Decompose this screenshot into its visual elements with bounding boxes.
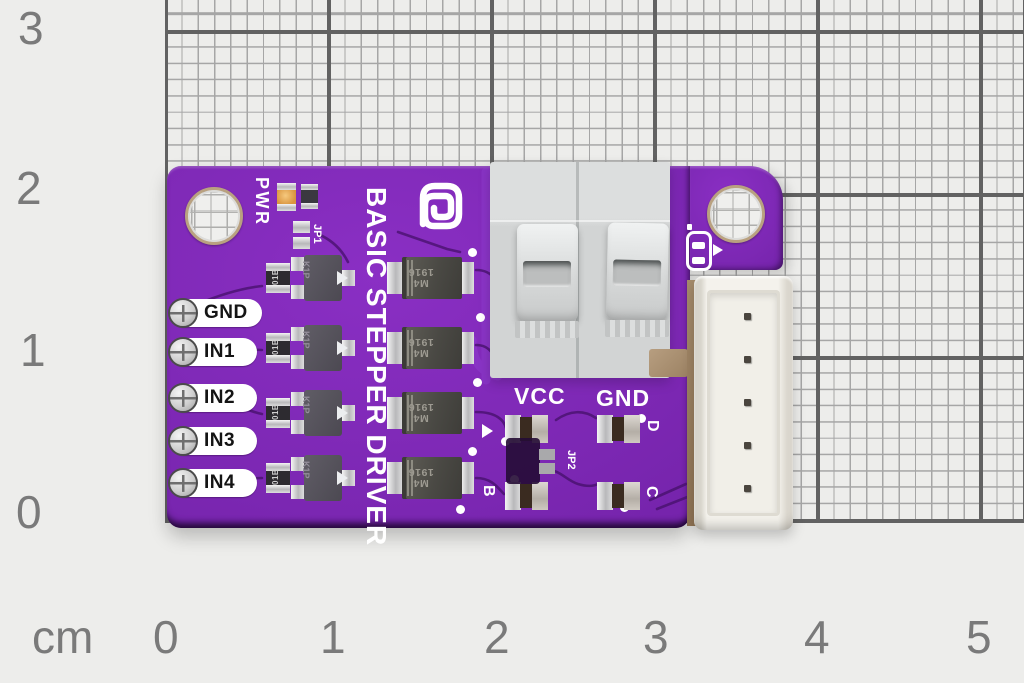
jst-connector	[694, 276, 793, 530]
jst-pin	[744, 442, 751, 449]
diode-marking-line2: 1916	[408, 266, 434, 278]
terminal-slot	[612, 259, 662, 287]
diode-marking-line1: M4	[413, 277, 429, 289]
smd-capacitor	[597, 415, 641, 443]
pwr-label: PWR	[252, 177, 272, 227]
logo-spiral-icon	[419, 182, 463, 230]
transistor-marking: K1P	[301, 331, 311, 349]
resistor: 01B	[266, 263, 290, 293]
terminal-teeth	[605, 320, 669, 337]
diode: M4 1916	[387, 392, 474, 434]
dark-soldermask-region	[506, 438, 540, 484]
silkscreen-dot	[473, 378, 482, 387]
smd-capacitor	[505, 482, 549, 510]
jst-pin	[744, 356, 751, 363]
resistor-marking: 01B	[271, 403, 280, 420]
ruler-unit: cm	[32, 611, 94, 663]
resistor-marking: 01B	[271, 468, 280, 485]
jst-pin	[744, 485, 751, 492]
silkscreen-dot	[468, 447, 477, 456]
resistor: 01B	[266, 333, 290, 363]
ruler-bottom-0: 0	[153, 611, 179, 663]
diode: M4 1916	[387, 327, 474, 369]
transistor-marking: K1P	[301, 261, 311, 279]
pin-label: IN2	[204, 387, 236, 408]
silkscreen-dot	[468, 248, 477, 257]
vcc-label: VCC	[514, 383, 566, 409]
phase-d-label: D	[644, 420, 661, 432]
transistor: K1P	[291, 453, 355, 503]
terminal-slot	[523, 261, 571, 287]
jst-pin	[744, 313, 751, 320]
smd-capacitor	[597, 482, 641, 510]
phase-b-label: B	[480, 485, 497, 497]
phase-a-triangle-marker	[482, 424, 493, 438]
jst-cavity	[707, 290, 780, 516]
through-hole-pad	[168, 383, 198, 413]
phase-c-label: C	[643, 486, 660, 498]
through-hole-pad	[168, 337, 198, 367]
resistor-marking: 01B	[271, 268, 280, 285]
ruler-left-0: 0	[16, 486, 42, 538]
jst-pin	[744, 399, 751, 406]
pin-label: IN1	[204, 341, 236, 362]
diode: M4 1916	[387, 457, 474, 499]
diode: M4 1916	[387, 257, 474, 299]
transistor: K1P	[291, 388, 355, 438]
jp2-label: JP2	[565, 450, 577, 470]
resistor: 01B	[266, 463, 290, 493]
ruler-bottom-5: 5	[966, 611, 992, 663]
ruler-bottom-3: 3	[643, 611, 669, 663]
silkscreen-dot	[637, 414, 646, 423]
through-hole-pad	[168, 426, 198, 456]
terminal-lever-1	[517, 224, 578, 321]
terminal-teeth	[515, 321, 579, 338]
through-hole-pad	[168, 298, 198, 328]
mounting-hole-left	[185, 187, 243, 245]
screw-terminal-blocks	[490, 162, 670, 378]
connector-solder-strip	[687, 280, 697, 526]
jp1-label: JP1	[311, 224, 323, 244]
smd-capacitor	[505, 415, 549, 443]
transistor: K1P	[291, 253, 355, 303]
ruler-left-1: 1	[20, 324, 46, 376]
ruler-bottom-4: 4	[804, 611, 830, 663]
power-led-resistor	[301, 184, 318, 209]
pin-label: IN4	[204, 472, 236, 493]
pin-label: IN3	[204, 430, 236, 451]
ruler-left-2: 2	[16, 162, 42, 214]
ruler-left-3: 3	[18, 2, 44, 54]
mounting-hole-right	[707, 185, 765, 243]
resistor: 01B	[266, 398, 290, 428]
transistor-marking: K1P	[301, 396, 311, 414]
pin-pill-in2: IN2	[168, 383, 257, 413]
power-led	[277, 183, 296, 211]
transistor: K1P	[291, 323, 355, 373]
pin-pill-gnd: GND	[168, 298, 262, 328]
ruler-bottom-2: 2	[484, 611, 510, 663]
silkscreen-dot	[456, 505, 465, 514]
pin-pill-in1: IN1	[168, 337, 257, 367]
gnd-label: GND	[596, 385, 651, 411]
motor-connector-icon	[686, 224, 726, 275]
resistor-marking: 01B	[271, 338, 280, 355]
silkscreen-dot	[476, 313, 485, 322]
through-hole-pad	[168, 468, 198, 498]
terminal-wire-entry	[649, 349, 688, 377]
pin-label: GND	[204, 302, 248, 323]
ruler-bottom-1: 1	[320, 611, 346, 663]
pin-pill-in4: IN4	[168, 468, 257, 498]
pin-pill-in3: IN3	[168, 426, 257, 456]
terminal-block-seam	[490, 220, 670, 222]
transistor-marking: K1P	[301, 461, 311, 479]
terminal-lever-2	[605, 222, 670, 321]
